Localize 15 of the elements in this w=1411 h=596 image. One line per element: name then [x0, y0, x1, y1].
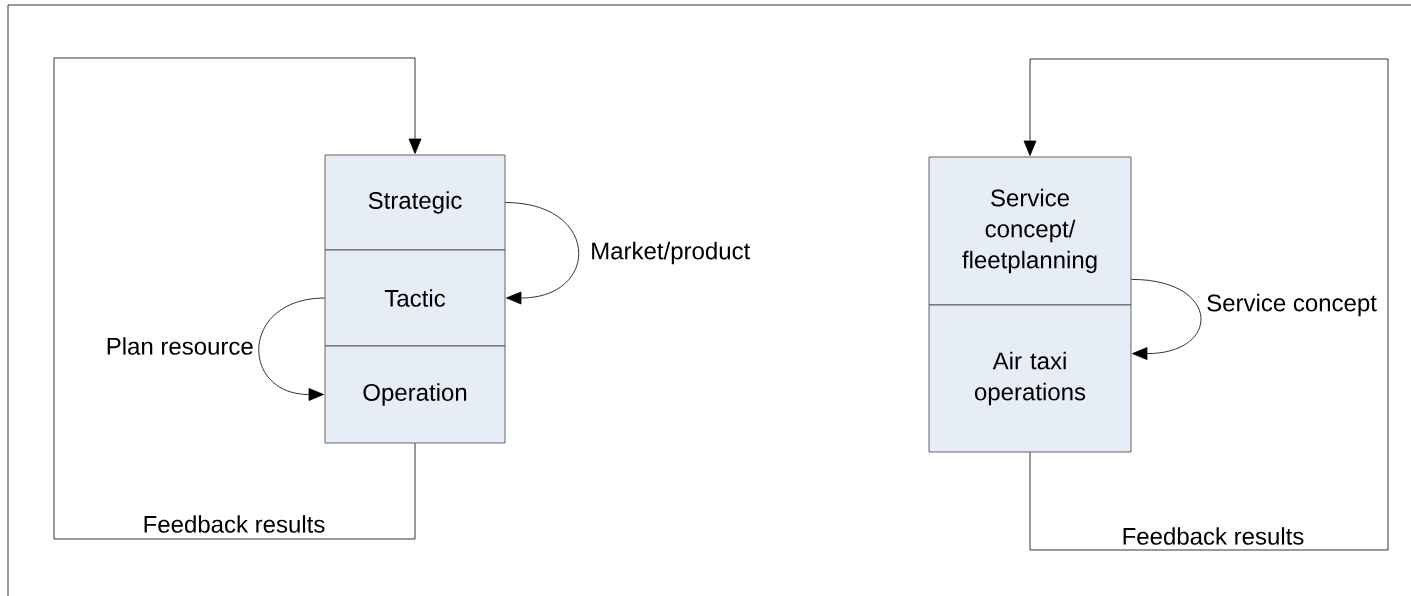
arrow — [53, 57, 422, 540]
edge-label: Service concept — [1204, 291, 1379, 319]
level-box: Operation — [324, 345, 506, 444]
arrow — [1131, 279, 1202, 360]
level-box: Tactic — [324, 249, 506, 347]
edge-label: Plan resource — [103, 335, 256, 357]
edge-label: Feedback results — [1119, 525, 1307, 547]
arrow — [1023, 58, 1389, 551]
arrow — [258, 297, 325, 401]
level-box: Strategic — [324, 154, 506, 251]
arrow — [505, 202, 580, 305]
level-box: Air taxi operations — [928, 304, 1132, 453]
level-box: Service concept/ fleetplanning — [928, 156, 1132, 306]
edge-label: Feedback results — [140, 513, 328, 535]
edge-label: Market/product — [588, 239, 753, 267]
